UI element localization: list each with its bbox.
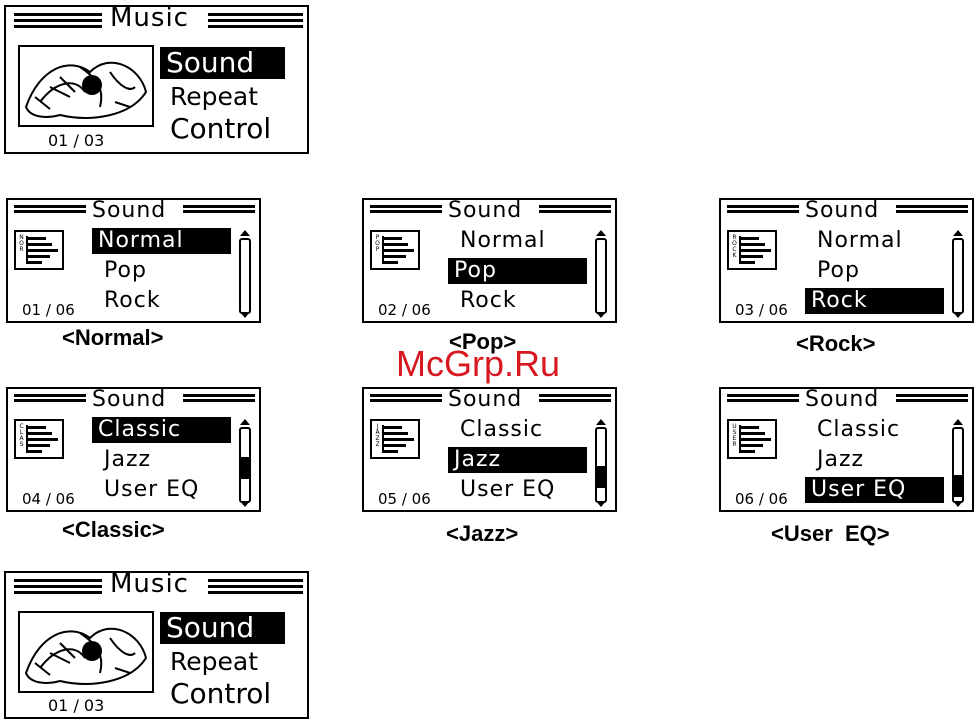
eq-bars-icon: C L A S [14, 419, 64, 459]
sound-caption: <User EQ> [771, 521, 890, 546]
sound-option-jazz[interactable]: Jazz [817, 447, 865, 472]
scrollbar[interactable] [952, 238, 964, 314]
eq-icon-label: U S E R [732, 423, 737, 448]
eq-icon-label: P O P [375, 234, 380, 253]
eq-bars-icon: N O R [14, 230, 64, 270]
menu-item-sound[interactable]: Sound [160, 612, 285, 644]
sound-header: Sound [721, 198, 972, 223]
sound-title: Sound [448, 387, 523, 412]
sound-title: Sound [805, 387, 880, 412]
arrow-down-icon[interactable] [240, 312, 250, 318]
sound-title: Sound [92, 387, 167, 412]
scrollbar[interactable] [239, 427, 251, 503]
eq-icon-label: N O R [19, 234, 24, 253]
sound-counter: 05 / 06 [378, 490, 431, 508]
scrollbar[interactable] [952, 427, 964, 503]
arrow-down-icon[interactable] [596, 501, 606, 507]
sound-option-rock[interactable]: Rock [805, 288, 944, 314]
sound-option-classic[interactable]: Classic [817, 417, 901, 442]
music-title: Music [110, 3, 189, 33]
sound-option-normal[interactable]: Normal [817, 228, 903, 253]
scrollbar[interactable] [595, 238, 607, 314]
album-art-icon [18, 45, 154, 127]
eq-bars-icon: J A Z Z [370, 419, 420, 459]
sound-header: Sound [364, 387, 615, 412]
arrow-up-icon[interactable] [596, 419, 606, 425]
sound-title: Sound [448, 198, 523, 223]
scrollbar[interactable] [595, 427, 607, 503]
track-counter: 01 / 03 [48, 131, 105, 150]
sound-option-user-eq[interactable]: User EQ [104, 477, 200, 502]
sound-option-rock[interactable]: Rock [104, 288, 161, 313]
sound-counter: 06 / 06 [735, 490, 788, 508]
scrollbar[interactable] [239, 238, 251, 314]
sound-option-classic[interactable]: Classic [460, 417, 544, 442]
sound-caption: <Classic> [62, 517, 165, 542]
sound-option-pop[interactable]: Pop [448, 258, 587, 284]
watermark: McGrp.Ru [396, 343, 561, 384]
sound-option-jazz[interactable]: Jazz [448, 447, 587, 473]
music-header: Music [6, 569, 307, 601]
sound-header: Sound [364, 198, 615, 223]
arrow-up-icon[interactable] [240, 230, 250, 236]
sound-caption: <Rock> [796, 331, 876, 356]
album-art-icon [18, 611, 154, 693]
sound-caption: <Pop> [449, 329, 517, 354]
sound-counter: 02 / 06 [378, 301, 431, 319]
sound-title: Sound [805, 198, 880, 223]
menu-item-control[interactable]: Control [170, 677, 272, 710]
arrow-up-icon[interactable] [596, 230, 606, 236]
sound-header: Sound [721, 387, 972, 412]
sound-counter: 03 / 06 [735, 301, 788, 319]
scrollbar-thumb[interactable] [954, 475, 962, 497]
arrow-down-icon[interactable] [596, 312, 606, 318]
music-title: Music [110, 569, 189, 599]
sound-header: Sound [8, 387, 259, 412]
sound-counter: 01 / 06 [22, 301, 75, 319]
sound-option-user-eq[interactable]: User EQ [460, 477, 556, 502]
sound-title: Sound [92, 198, 167, 223]
menu-item-repeat[interactable]: Repeat [170, 647, 259, 676]
music-menu-screen-top: Music 01 / 03 Sound Repeat Control [4, 3, 309, 154]
eq-bars-icon: R O C K [727, 230, 777, 270]
arrow-down-icon[interactable] [953, 312, 963, 318]
arrow-up-icon[interactable] [953, 230, 963, 236]
music-header: Music [6, 3, 307, 35]
eq-icon-label: C L A S [19, 423, 24, 448]
scrollbar-thumb[interactable] [597, 466, 605, 488]
arrow-up-icon[interactable] [953, 419, 963, 425]
sound-option-user-eq[interactable]: User EQ [805, 477, 944, 503]
sound-caption: <Jazz> [446, 521, 519, 546]
sound-option-normal[interactable]: Normal [92, 228, 231, 254]
menu-item-control[interactable]: Control [170, 112, 272, 145]
scrollbar-thumb[interactable] [241, 457, 249, 479]
sound-header: Sound [8, 198, 259, 223]
eq-icon-label: R O C K [732, 234, 737, 259]
sound-option-classic[interactable]: Classic [92, 417, 231, 443]
sound-caption: <Normal> [62, 325, 164, 350]
sound-option-rock[interactable]: Rock [460, 288, 517, 313]
sound-counter: 04 / 06 [22, 490, 75, 508]
menu-item-sound[interactable]: Sound [160, 47, 285, 79]
arrow-down-icon[interactable] [953, 501, 963, 507]
eq-bars-icon: U S E R [727, 419, 777, 459]
sound-option-normal[interactable]: Normal [460, 228, 546, 253]
sound-option-pop[interactable]: Pop [817, 258, 860, 283]
sound-option-pop[interactable]: Pop [104, 258, 147, 283]
sound-option-jazz[interactable]: Jazz [104, 447, 152, 472]
music-menu-screen-bottom: Music 01 / 03 Sound Repeat Control [4, 569, 309, 719]
eq-icon-label: J A Z Z [375, 423, 380, 448]
eq-bars-icon: P O P [370, 230, 420, 270]
track-counter: 01 / 03 [48, 696, 105, 715]
arrow-down-icon[interactable] [240, 501, 250, 507]
menu-item-repeat[interactable]: Repeat [170, 82, 259, 111]
arrow-up-icon[interactable] [240, 419, 250, 425]
